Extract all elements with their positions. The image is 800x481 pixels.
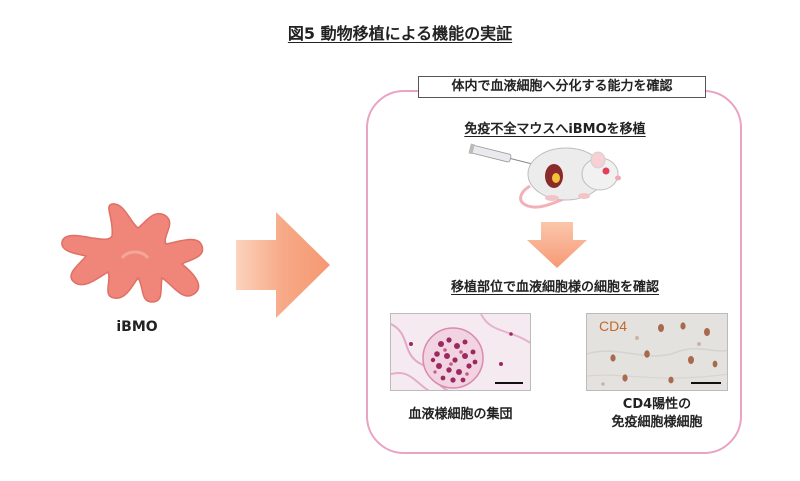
right-arrow-icon xyxy=(236,212,330,318)
step-confirm: 移植部位で血液細胞様の細胞を確認 xyxy=(450,280,659,295)
organoid-label: iBMO xyxy=(116,319,158,335)
cd4-caption-line2: 免疫細胞様細胞 xyxy=(611,415,703,430)
panel-header: 体内で血液細胞へ分化する能力を確認 xyxy=(418,76,706,98)
page-title: 図5 動物移植による機能の実証 xyxy=(287,24,513,43)
he-micrograph xyxy=(390,313,531,391)
scale-bar xyxy=(495,382,523,384)
scale-bar xyxy=(691,382,721,384)
cd4-ihc-image xyxy=(587,314,727,390)
he-caption: 血液様細胞の集団 xyxy=(408,407,513,422)
mouse-injection-icon xyxy=(468,143,621,209)
cd4-image-label: CD4 xyxy=(599,318,628,334)
he-stain-image xyxy=(391,314,530,390)
cd4-micrograph: CD4 xyxy=(586,313,728,391)
step-transplant: 免疫不全マウスへiBMOを移植 xyxy=(464,122,646,137)
down-arrow-icon xyxy=(527,222,587,268)
organoid-icon xyxy=(61,203,204,303)
cd4-caption-line1: CD4陽性の xyxy=(622,397,692,412)
